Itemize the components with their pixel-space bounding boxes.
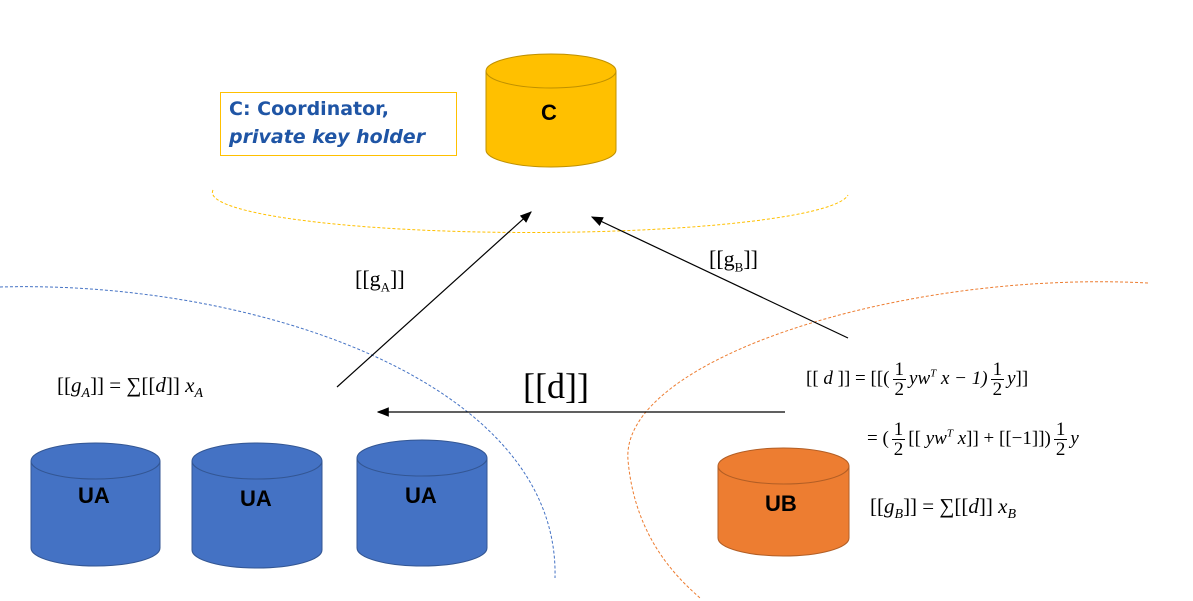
ub-label: UB: [765, 491, 797, 516]
note-line1: C: Coordinator,: [229, 98, 389, 120]
coordinator-boundary: [211, 189, 849, 234]
party-a-boundary: [0, 286, 556, 579]
arrow-gb-to-c: [590, 216, 849, 339]
party-b-boundary: [627, 281, 1149, 599]
ua-cylinder-1: [30, 442, 161, 567]
ua-label-3: UA: [405, 483, 437, 508]
formula-ga: [[gA]] = ∑[[d]] xA: [57, 373, 203, 402]
edge-label-d: [[d]]: [523, 366, 589, 406]
ua-cylinder-2: [191, 442, 323, 569]
edge-label-ga: [[gA]]: [355, 266, 405, 295]
coordinator-cylinder: [485, 53, 617, 168]
ua-label-2: UA: [240, 486, 272, 511]
note-line2: private key holder: [229, 126, 426, 148]
ua-label-1: UA: [78, 483, 110, 508]
formula-gb: [[gB]] = ∑[[d]] xB: [870, 494, 1016, 523]
edge-label-gb: [[gB]]: [709, 246, 758, 275]
coordinator-note: C: Coordinator, private key holder: [220, 92, 457, 156]
coordinator-label: C: [541, 100, 557, 125]
ub-cylinder: [717, 447, 850, 557]
ua-cylinder-3: [356, 439, 488, 567]
arrow-ga-to-c: [336, 211, 532, 388]
